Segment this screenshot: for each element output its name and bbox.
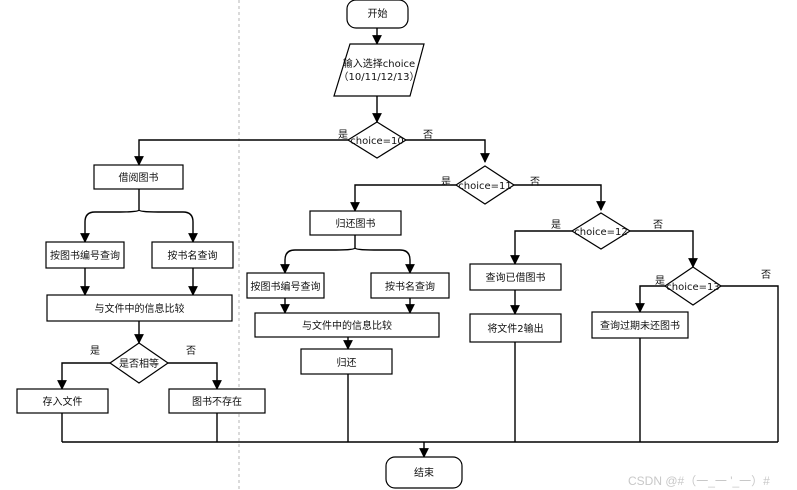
decision-choice-13-label: choice=13 — [666, 282, 720, 293]
node-return-by-id: 按图书编号查询 — [246, 272, 325, 299]
node-query-borrowed-label: 查询已借图书 — [486, 271, 546, 284]
node-return-by-id-label: 按图书编号查询 — [251, 280, 321, 293]
decision-choice-11: choice=11 — [454, 165, 516, 205]
yes-label: 是 — [551, 219, 561, 231]
node-borrow-label: 借阅图书 — [119, 171, 159, 184]
decision-same: 是否相等 — [108, 342, 170, 384]
yes-label: 是 — [441, 176, 451, 188]
node-borrow-compare-label: 与文件中的信息比较 — [95, 302, 185, 315]
node-input-line1: 输入选择choice — [343, 57, 415, 70]
decision-choice-10-label: choice=10 — [350, 136, 404, 147]
decision-same-label: 是否相等 — [119, 357, 159, 370]
no-label: 否 — [653, 219, 663, 231]
node-borrow-by-name-label: 按书名查询 — [168, 249, 218, 262]
node-book-not-exist-label: 图书不存在 — [192, 395, 242, 408]
node-return-by-name: 按书名查询 — [370, 272, 450, 299]
node-query-borrowed: 查询已借图书 — [469, 263, 562, 291]
decision-choice-11-label: choice=11 — [458, 181, 512, 192]
yes-label: 是 — [655, 275, 665, 287]
node-query-overdue-label: 查询过期未还图书 — [600, 319, 680, 332]
node-start-label: 开始 — [368, 7, 388, 20]
node-output-file2-label: 将文件2输出 — [487, 322, 543, 335]
node-book-not-exist: 图书不存在 — [168, 388, 266, 414]
connectors — [57, 28, 779, 458]
branch-labels: 是 否 是 否 是 否 是 否 是 否 — [90, 129, 771, 357]
yes-label: 是 — [90, 345, 100, 357]
no-label: 否 — [530, 176, 540, 188]
no-label: 否 — [423, 129, 433, 141]
node-borrow-compare: 与文件中的信息比较 — [46, 294, 233, 322]
node-save-file: 存入文件 — [16, 388, 109, 414]
node-return-action-label: 归还 — [337, 356, 357, 369]
node-return: 归还图书 — [309, 210, 402, 236]
node-return-compare: 与文件中的信息比较 — [254, 312, 440, 338]
node-start: 开始 — [346, 0, 409, 29]
node-return-compare-label: 与文件中的信息比较 — [302, 319, 392, 332]
node-return-label: 归还图书 — [336, 217, 376, 230]
node-borrow: 借阅图书 — [93, 164, 184, 190]
node-output-file2: 将文件2输出 — [469, 313, 562, 343]
node-end-label: 结束 — [414, 466, 434, 479]
decision-choice-10: choice=10 — [346, 121, 408, 159]
node-input-line2: （10/11/12/13） — [338, 71, 419, 83]
node-return-by-name-label: 按书名查询 — [385, 280, 435, 293]
decision-choice-12-label: choice=12 — [574, 227, 628, 238]
node-borrow-by-id: 按图书编号查询 — [45, 241, 125, 269]
node-save-file-label: 存入文件 — [43, 395, 83, 408]
node-input: 输入选择choice （10/11/12/13） — [333, 43, 425, 97]
node-end: 结束 — [385, 456, 463, 489]
csdn-watermark: CSDN @#（一_一 '_一）# — [628, 474, 770, 488]
node-return-action: 归还 — [300, 348, 393, 375]
node-borrow-by-name: 按书名查询 — [151, 241, 234, 269]
yes-label: 是 — [338, 129, 348, 141]
decision-choice-12: choice=12 — [570, 212, 632, 250]
no-label: 否 — [186, 345, 196, 357]
node-query-overdue: 查询过期未还图书 — [591, 311, 689, 339]
node-borrow-by-id-label: 按图书编号查询 — [50, 249, 120, 262]
decision-choice-13: choice=13 — [663, 266, 723, 306]
no-label: 否 — [761, 269, 771, 281]
